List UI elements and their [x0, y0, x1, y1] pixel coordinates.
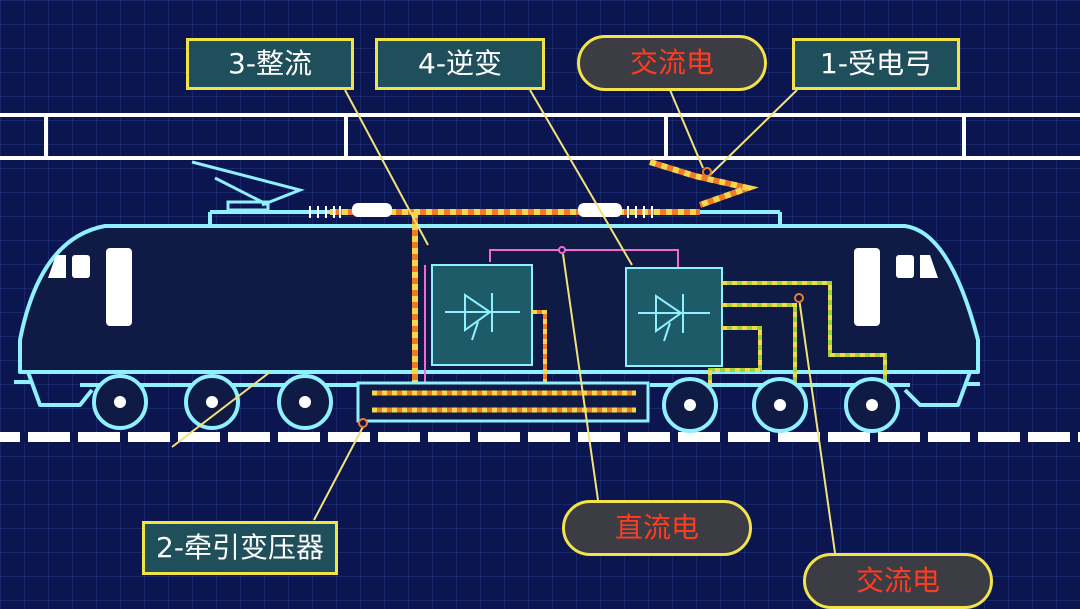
transformer-label: 2-牵引变压器	[142, 521, 338, 575]
inverter-block	[625, 267, 723, 367]
leader-dots	[358, 167, 804, 428]
overhead-catenary	[0, 113, 1080, 160]
pantograph-label: 1-受电弓	[792, 38, 960, 90]
motor-feed-lines	[708, 281, 887, 385]
rectifier-block	[431, 264, 533, 366]
wheel-icon	[184, 374, 240, 430]
diode-icon	[638, 294, 710, 342]
wheel-icon	[92, 374, 148, 430]
ac-callout-bottom: 交流电	[803, 553, 993, 609]
rectifier-output-line	[532, 310, 547, 390]
wheel-icon	[277, 374, 333, 430]
cab-windows	[48, 248, 938, 326]
wheelset	[92, 374, 900, 433]
diode-icon	[445, 293, 520, 341]
dc-callout: 直流电	[562, 500, 752, 556]
wheel-icon	[752, 377, 808, 433]
rear-pantograph	[191, 160, 305, 212]
traction-transformer-block	[356, 381, 650, 423]
roof-busbar	[309, 203, 700, 218]
dc-link-line	[424, 246, 679, 388]
inverter-label: 4-逆变	[375, 38, 545, 90]
ac-callout-top: 交流电	[577, 35, 767, 91]
rectifier-label: 3-整流	[186, 38, 354, 90]
front-pantograph-icon	[649, 159, 759, 208]
rail-track	[0, 432, 1080, 442]
wheel-icon	[844, 377, 900, 433]
leader-lines	[171, 89, 836, 554]
wheel-icon	[662, 377, 718, 433]
